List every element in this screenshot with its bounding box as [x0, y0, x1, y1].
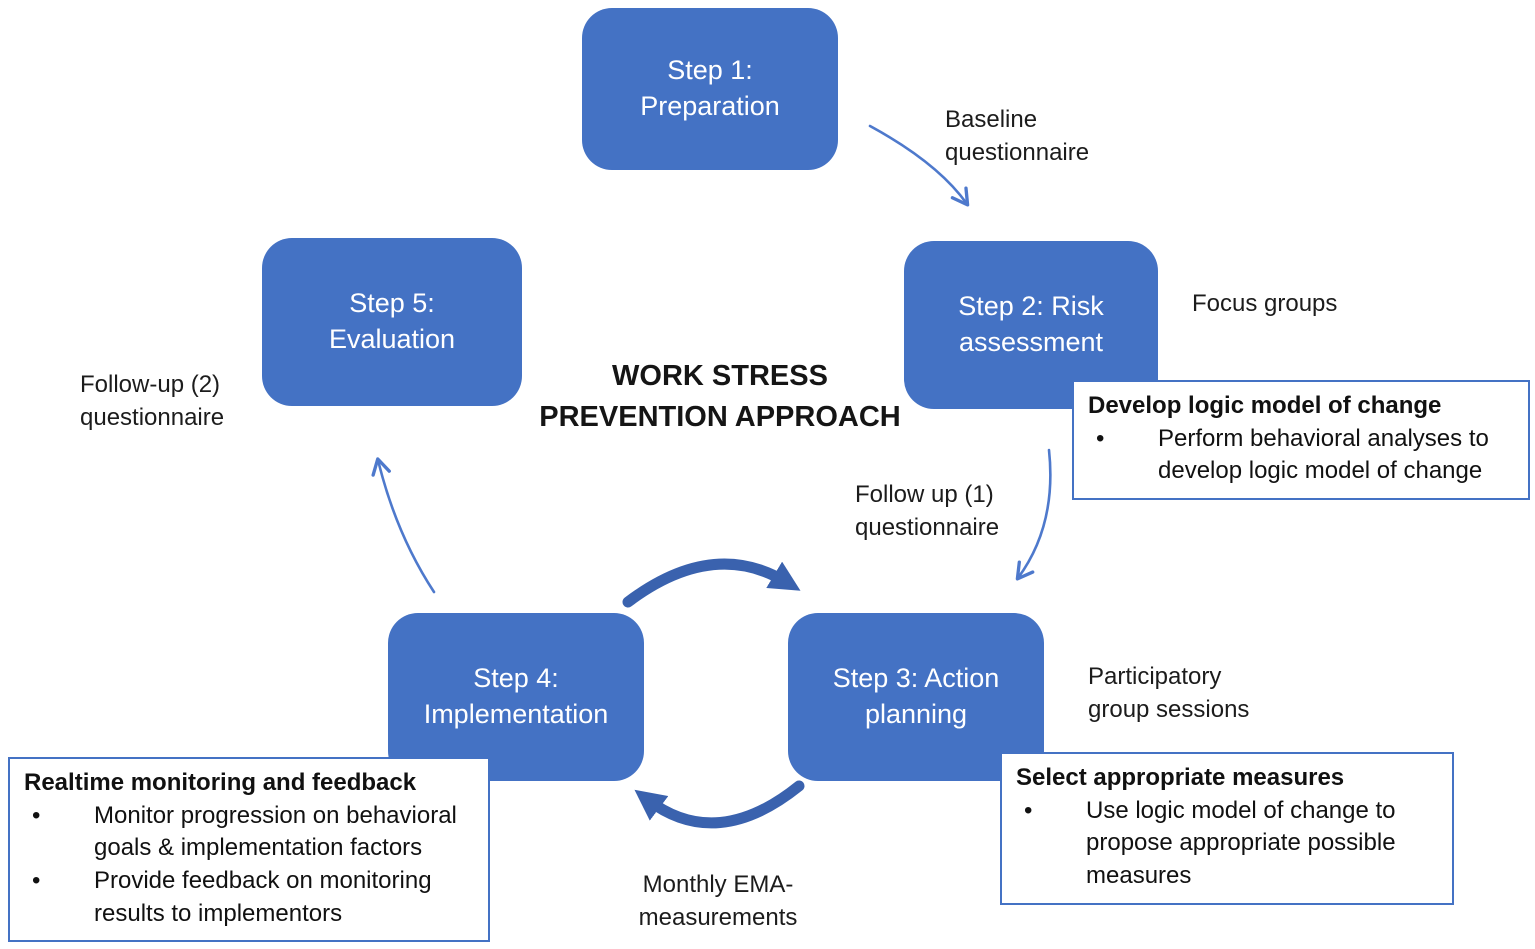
bullet-icon: •	[32, 866, 41, 894]
info-box-realtime-bullet-1-text: Monitor progression on behavioral goals …	[94, 801, 457, 862]
info-box-develop-logic-model: Develop logic model of change • Perform …	[1072, 380, 1530, 500]
arrow-cycle-step3-to-step4	[634, 780, 805, 829]
info-box-develop-title: Develop logic model of change	[1088, 392, 1442, 419]
info-box-develop-bullet-1-text: Perform behavioral analyses to develop l…	[1158, 424, 1489, 485]
node-step-2-risk-assessment: Step 2: Risk assessment	[904, 241, 1158, 409]
bullet-icon: •	[1096, 424, 1105, 452]
info-box-realtime-bullet-2-text: Provide feedback on monitoring results t…	[94, 866, 432, 927]
arrow-step4-to-step5	[371, 457, 436, 594]
bullet-icon: •	[1024, 796, 1033, 824]
node-step-2-label: Step 2: Risk assessment	[958, 291, 1104, 357]
label-baseline-questionnaire: Baseline questionnaire	[945, 106, 1090, 167]
info-box-select-bullet-1: • Use logic model of change to propose a…	[1016, 795, 1438, 893]
bullet-icon: •	[32, 801, 41, 829]
info-box-select-title: Select appropriate measures	[1016, 764, 1345, 791]
node-step-4-label: Step 4: Implementation	[423, 663, 609, 729]
info-box-realtime-title: Realtime monitoring and feedback	[24, 769, 417, 796]
diagram-title: WORK STRESS PREVENTION APPROACH	[539, 360, 901, 433]
info-box-realtime-monitoring: Realtime monitoring and feedback • Monit…	[8, 757, 490, 943]
info-box-select-bullet-1-text: Use logic model of change to propose app…	[1086, 796, 1396, 889]
node-step-5-label: Step 5: Evaluation	[328, 288, 456, 354]
node-step-3-label: Step 3: Action planning	[832, 663, 1000, 729]
label-focus-groups: Focus groups	[1192, 290, 1338, 317]
info-box-select-measures: Select appropriate measures • Use logic …	[1000, 752, 1454, 905]
node-step-4-implementation: Step 4: Implementation	[388, 613, 644, 781]
label-follow-up-2-questionnaire: Follow-up (2) questionnaire	[80, 371, 225, 432]
info-box-realtime-bullet-1: • Monitor progression on behavioral goal…	[24, 800, 474, 865]
arrow-cycle-step4-to-step3	[622, 558, 801, 608]
arrow-develop-to-step3	[1015, 448, 1052, 581]
node-step-1-label: Step 1: Preparation	[640, 55, 780, 121]
node-step-1-preparation: Step 1: Preparation	[582, 8, 838, 170]
label-participatory-group-sessions: Participatory group sessions	[1088, 663, 1250, 724]
node-step-5-evaluation: Step 5: Evaluation	[262, 238, 522, 406]
info-box-realtime-bullet-2: • Provide feedback on monitoring results…	[24, 865, 474, 930]
label-monthly-ema-measurements: Monthly EMA- measurements	[638, 871, 798, 932]
info-box-develop-bullet-1: • Perform behavioral analyses to develop…	[1088, 423, 1514, 488]
label-follow-up-1-questionnaire: Follow up (1) questionnaire	[855, 481, 1000, 542]
